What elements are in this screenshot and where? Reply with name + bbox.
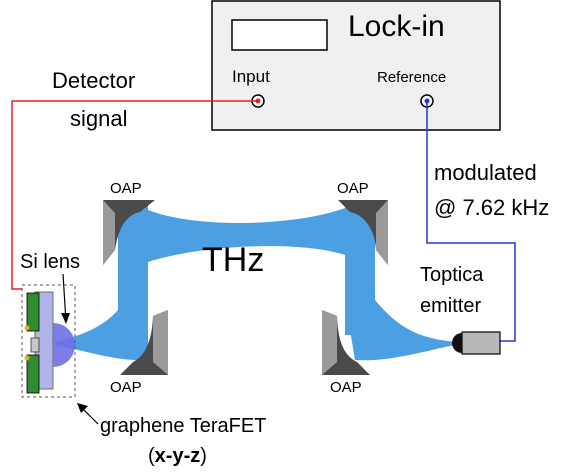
oap-top-left-mirror [103, 200, 155, 265]
oap-label-bottom-left: OAP [110, 379, 142, 396]
toptica-emitter [452, 331, 501, 355]
lockin-title: Lock-in [348, 10, 445, 43]
pcb-bottom [26, 354, 40, 394]
oap-bottom-left-mirror [120, 310, 168, 375]
toptica-label-line1: Toptica [420, 264, 484, 286]
bond-top [24, 325, 30, 331]
oap-label-top-left: OAP [110, 180, 142, 197]
oap-label-top-right: OAP [337, 180, 369, 197]
si-lens-arrowhead [61, 313, 70, 324]
oap-label-bottom-right: OAP [330, 379, 362, 396]
thz-beam [55, 205, 455, 361]
graphene-terafet-detector [21, 284, 76, 398]
detector-wire [11, 100, 258, 290]
pcb-top [26, 292, 40, 332]
beam-to-detector [55, 300, 148, 361]
xyz-close: ) [200, 445, 207, 467]
si-lens-shape [53, 323, 75, 367]
beam-path [148, 208, 345, 262]
terafet-arrowhead [77, 403, 88, 413]
bond-bottom [24, 355, 30, 361]
xyz-axes: x-y-z [155, 445, 201, 467]
emitter-tip [452, 333, 462, 353]
input-label: Input [232, 67, 270, 86]
reference-wire [426, 101, 516, 342]
thz-label: THz [202, 241, 264, 279]
xyz-open: ( [148, 445, 155, 467]
oap-bottom-right-mirror [322, 310, 370, 375]
lockin-box [211, 0, 501, 131]
oap-top-right-mirror [338, 200, 388, 265]
si-lens-label: Si lens [20, 251, 80, 273]
detector-label-line2: signal [70, 106, 127, 131]
beam-to-emitter [345, 300, 455, 361]
modulated-label-line1: modulated [434, 160, 537, 185]
reference-label: Reference [377, 69, 446, 86]
toptica-label-line2: emitter [420, 295, 481, 317]
detector-label-line1: Detector [52, 68, 135, 93]
lockin-display [231, 19, 328, 51]
emitter-body [461, 331, 501, 355]
modulated-label-line2: @ 7.62 kHz [434, 195, 549, 220]
graphene-chip [30, 337, 40, 353]
lockin-amplifier: Lock-in Input Reference [211, 0, 501, 131]
xyz-label: (x-y-z) [148, 445, 207, 467]
terafet-dashed-frame [21, 284, 76, 398]
terafet-label: graphene TeraFET [100, 415, 266, 437]
